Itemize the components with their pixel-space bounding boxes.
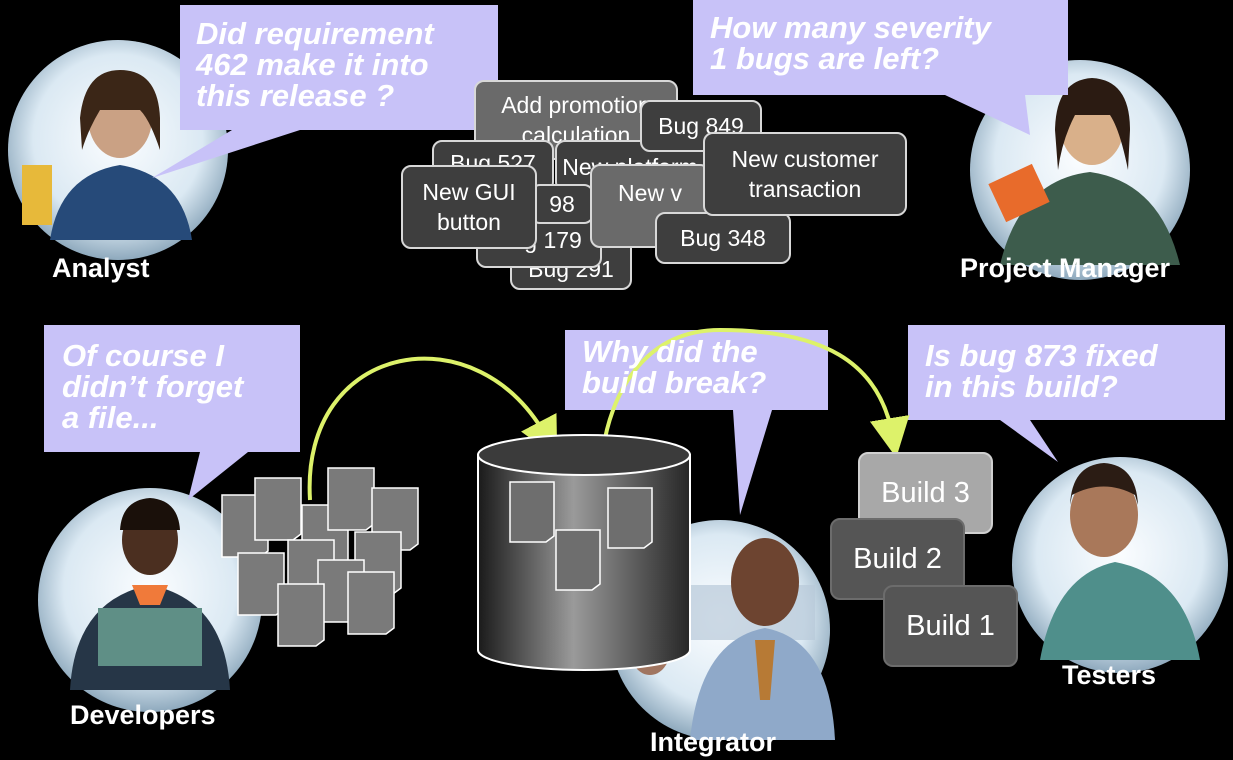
developers-speech-bubble bbox=[44, 325, 300, 500]
analyst-label: Analyst bbox=[52, 253, 150, 283]
testers-portrait bbox=[1012, 457, 1228, 673]
project-manager-speech-bubble bbox=[693, 0, 1068, 135]
analyst-portrait bbox=[8, 40, 228, 260]
commit-arrow bbox=[307, 356, 558, 501]
work-item-card: Bug 348 bbox=[655, 212, 791, 264]
build-card: Build 1 bbox=[883, 585, 1018, 667]
integrator-question: Why did the build break? bbox=[582, 334, 767, 400]
integrator-label: Integrator bbox=[650, 727, 777, 757]
build-arrow bbox=[601, 327, 910, 458]
source-files bbox=[221, 467, 419, 647]
developers-label: Developers bbox=[70, 700, 216, 730]
analyst-speech-bubble bbox=[152, 5, 498, 178]
project-manager-label: Project Manager bbox=[960, 253, 1171, 283]
testers-label: Testers bbox=[1062, 660, 1157, 690]
project-manager-portrait bbox=[970, 60, 1190, 280]
testers-question: Is bug 873 fixed in this build? bbox=[925, 338, 1158, 404]
work-item-card: New v bbox=[590, 164, 710, 248]
testers-speech-bubble bbox=[908, 325, 1225, 462]
analyst-question: Did requirement 462 make it into this re… bbox=[196, 16, 434, 113]
developers-remark: Of course I didn’t forget a file... bbox=[62, 338, 244, 435]
work-item-card: 98 bbox=[530, 184, 594, 224]
developers-portrait bbox=[38, 488, 262, 712]
work-item-card: New GUI button bbox=[401, 165, 537, 249]
repository-database bbox=[477, 434, 691, 671]
work-item-card: New customer transaction bbox=[703, 132, 907, 216]
work-item-card: Bug 849 bbox=[640, 100, 762, 152]
project-manager-question: How many severity 1 bugs are left? bbox=[710, 10, 991, 76]
